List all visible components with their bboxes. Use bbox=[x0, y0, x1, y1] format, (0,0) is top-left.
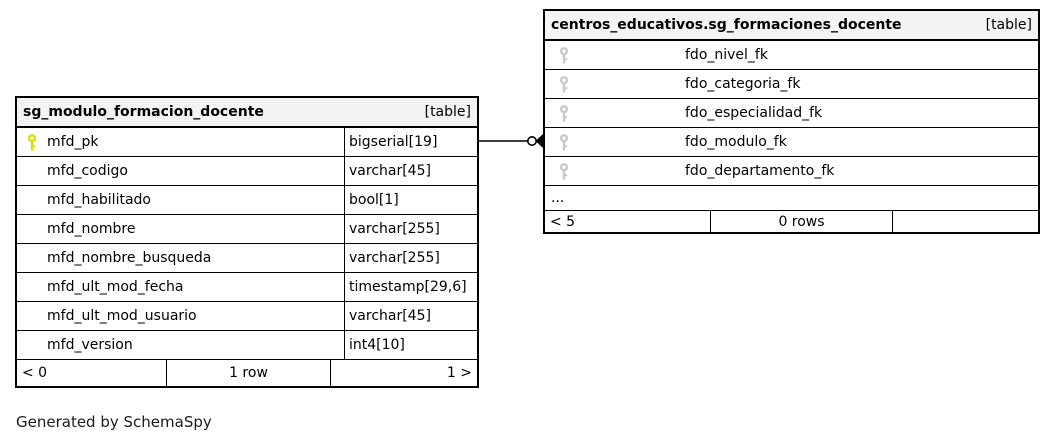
foreign-key-icon bbox=[549, 41, 579, 69]
foreign-key-icon bbox=[549, 157, 579, 185]
column-name: mfd_ult_mod_usuario bbox=[47, 308, 197, 324]
zero-cardinality-icon bbox=[526, 136, 537, 146]
table-type-badge: [table] bbox=[985, 17, 1032, 33]
column-type: bigserial[19] bbox=[344, 128, 477, 156]
table-sg_modulo_formacion_docente: sg_modulo_formacion_docente [table] mfd_… bbox=[15, 96, 479, 388]
column-name: fdo_categoria_fk bbox=[685, 76, 801, 92]
foreign-key-icon bbox=[549, 70, 579, 98]
column-name: mfd_codigo bbox=[47, 163, 128, 179]
column-name: fdo_nivel_fk bbox=[685, 47, 768, 63]
table-row: mfd_pk bigserial[19] bbox=[17, 128, 477, 157]
foreign-key-icon bbox=[549, 99, 579, 127]
column-type: timestamp[29,6] bbox=[344, 273, 477, 301]
column-name: fdo_modulo_fk bbox=[685, 134, 787, 150]
table-header[interactable]: sg_modulo_formacion_docente [table] bbox=[17, 98, 477, 128]
column-name: mfd_version bbox=[47, 337, 133, 353]
many-cardinality-icon bbox=[535, 134, 543, 148]
table-footer: < 0 1 row 1 > bbox=[17, 360, 477, 386]
column-name: fdo_departamento_fk bbox=[685, 163, 835, 179]
column-name: fdo_especialidad_fk bbox=[685, 105, 823, 121]
column-type: varchar[45] bbox=[344, 157, 477, 185]
table-title: centros_educativos.sg_formaciones_docent… bbox=[551, 17, 902, 33]
fk-relationship-line bbox=[479, 134, 543, 148]
table-header[interactable]: centros_educativos.sg_formaciones_docent… bbox=[545, 11, 1038, 41]
generator-note: Generated by SchemaSpy bbox=[16, 413, 212, 431]
footer-prev-count: < 0 bbox=[22, 365, 48, 381]
footer-next-count: 1 > bbox=[330, 360, 477, 386]
table-row: mfd_ult_mod_fecha timestamp[29,6] bbox=[17, 273, 477, 302]
table-row: mfd_nombre_busqueda varchar[255] bbox=[17, 244, 477, 273]
table-row: fdo_modulo_fk bbox=[545, 128, 1038, 157]
table-footer: < 5 0 rows bbox=[545, 211, 1038, 232]
column-name: mfd_nombre bbox=[47, 221, 136, 237]
table-row: fdo_categoria_fk bbox=[545, 70, 1038, 99]
table-row: fdo_nivel_fk bbox=[545, 41, 1038, 70]
primary-key-icon bbox=[17, 128, 47, 156]
table-row: mfd_habilitado bool[1] bbox=[17, 186, 477, 215]
foreign-key-icon bbox=[549, 128, 579, 156]
column-name: mfd_nombre_busqueda bbox=[47, 250, 212, 266]
table-type-badge: [table] bbox=[424, 104, 471, 120]
table-title: sg_modulo_formacion_docente bbox=[23, 104, 264, 120]
column-name: mfd_habilitado bbox=[47, 192, 151, 208]
table-centros_educativos-sg_formaciones_docente: centros_educativos.sg_formaciones_docent… bbox=[543, 9, 1040, 234]
column-type: int4[10] bbox=[344, 331, 477, 359]
table-row: mfd_codigo varchar[45] bbox=[17, 157, 477, 186]
column-name: mfd_ult_mod_fecha bbox=[47, 279, 184, 295]
column-type: varchar[45] bbox=[344, 302, 477, 330]
footer-row-count: 0 rows bbox=[710, 211, 892, 232]
table-row: mfd_ult_mod_usuario varchar[45] bbox=[17, 302, 477, 331]
column-name: mfd_pk bbox=[47, 134, 99, 150]
table-row: fdo_especialidad_fk bbox=[545, 99, 1038, 128]
table-row: fdo_departamento_fk bbox=[545, 157, 1038, 186]
column-type: bool[1] bbox=[344, 186, 477, 214]
footer-row-count: 1 row bbox=[166, 360, 330, 386]
table-row: mfd_nombre varchar[255] bbox=[17, 215, 477, 244]
table-row: mfd_version int4[10] bbox=[17, 331, 477, 360]
footer-next-count bbox=[892, 211, 1038, 232]
column-type: varchar[255] bbox=[344, 215, 477, 243]
column-type: varchar[255] bbox=[344, 244, 477, 272]
footer-prev-count: < 5 bbox=[550, 213, 576, 230]
hidden-columns-ellipsis: ... bbox=[545, 186, 1038, 211]
